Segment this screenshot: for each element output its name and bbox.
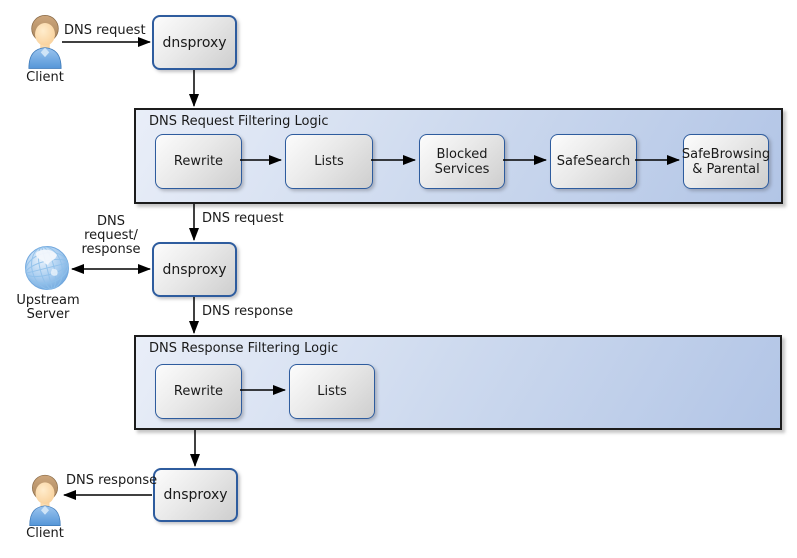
- dnsproxy-middle-label: dnsproxy: [162, 261, 227, 278]
- person-icon: [29, 474, 61, 526]
- step-blocked-services: Blocked Services: [419, 134, 505, 189]
- step-label: Lists: [317, 384, 347, 399]
- step-label: SafeSearch: [556, 154, 631, 169]
- response-pipeline-title: DNS Response Filtering Logic: [149, 341, 339, 356]
- globe-icon: [25, 246, 69, 290]
- edge-label-upstream-exchange: DNS request/ response: [77, 215, 145, 257]
- request-pipeline-title: DNS Request Filtering Logic: [149, 114, 329, 129]
- dnsproxy-top-node: dnsproxy: [152, 15, 237, 70]
- client-bottom-label: Client: [26, 526, 64, 541]
- step-lists-response: Lists: [289, 364, 375, 419]
- dnsproxy-middle-node: dnsproxy: [152, 242, 237, 297]
- step-label: SafeBrowsing & Parental: [681, 146, 771, 177]
- step-rewrite-request: Rewrite: [155, 134, 242, 189]
- person-icon: [28, 14, 62, 69]
- step-lists-request: Lists: [285, 134, 373, 189]
- edge-label-line: DNS: [97, 214, 125, 229]
- step-safebrowsing-parental: SafeBrowsing & Parental: [681, 134, 771, 189]
- step-label: Rewrite: [173, 154, 224, 169]
- edge-label-client-request: DNS request: [64, 23, 146, 38]
- step-label: Blocked Services: [434, 146, 490, 177]
- dnsproxy-top-label: dnsproxy: [162, 34, 227, 51]
- response-pipeline-container: DNS Response Filtering Logic Rewrite Lis…: [134, 335, 782, 430]
- step-label: Lists: [314, 154, 344, 169]
- edge-label-dns-response-mid: DNS response: [202, 304, 294, 319]
- dnsproxy-bottom-label: dnsproxy: [163, 487, 228, 503]
- step-safesearch: SafeSearch: [550, 134, 637, 189]
- edge-label-line: request/: [84, 228, 138, 243]
- step-label: Rewrite: [173, 384, 224, 399]
- request-pipeline-container: DNS Request Filtering Logic Rewrite List…: [134, 108, 783, 204]
- edge-label-dns-request-mid: DNS request: [202, 211, 284, 226]
- step-rewrite-response: Rewrite: [155, 364, 242, 419]
- client-top-label: Client: [26, 70, 64, 85]
- dnsproxy-bottom-node: dnsproxy: [153, 468, 238, 522]
- upstream-server-label: Upstream Server: [16, 293, 80, 322]
- upstream-server-icon: [24, 245, 70, 291]
- client-top-icon: [26, 13, 64, 69]
- edge-label-line: response: [81, 242, 141, 257]
- client-bottom-icon: [27, 473, 63, 526]
- edge-label-response-to-client: DNS response: [66, 473, 158, 488]
